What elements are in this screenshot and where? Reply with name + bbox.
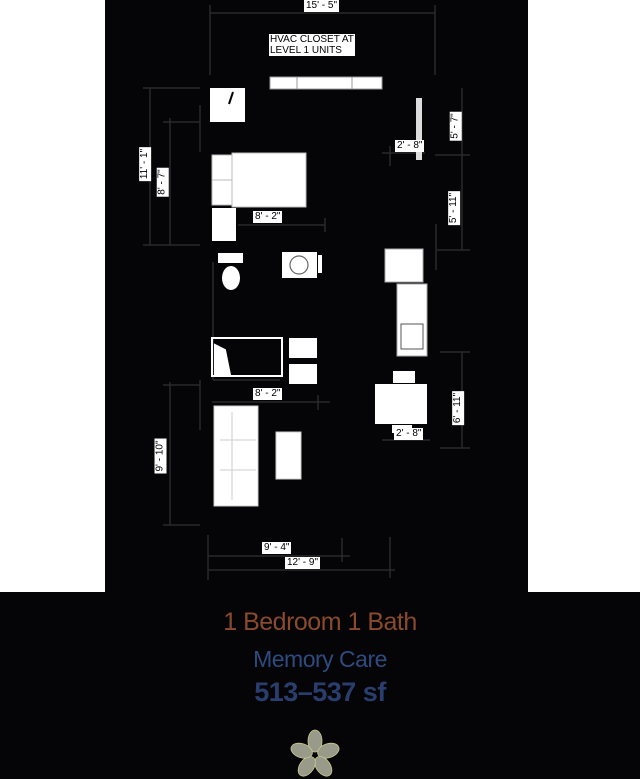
linen-shelf	[289, 338, 317, 358]
floor-plan	[143, 5, 470, 580]
closet-jamb	[416, 98, 422, 160]
bed	[211, 152, 307, 208]
dim-closet-door: 2' - 8"	[395, 140, 425, 152]
vanity-sink	[282, 252, 322, 278]
dim-bottom-overall: 12' - 9"	[285, 557, 321, 569]
coffee-table	[275, 431, 302, 480]
dim-right-upper: 5' - 7"	[449, 111, 462, 141]
dim-right-lower: 6' - 11"	[452, 390, 465, 426]
dim-overall-width-top: 15' - 5"	[304, 0, 340, 12]
kitchen-counter	[396, 283, 428, 357]
square-footage: 513–537 sf	[254, 677, 386, 707]
left-margin-panel	[0, 0, 105, 592]
dresser	[210, 88, 245, 122]
linen-shelf	[289, 364, 317, 384]
sofa	[213, 405, 259, 507]
hvac-unit	[269, 76, 383, 90]
dim-left-upper-total: 11' - 1"	[139, 146, 152, 182]
dining-table	[375, 371, 427, 433]
hvac-note-line1: HVAC CLOSET AT	[270, 34, 354, 45]
dim-left-lower: 9' - 10"	[154, 438, 167, 474]
dim-entry-door: 2' - 8"	[394, 428, 424, 440]
dim-bath-width: 8' - 2"	[253, 388, 283, 400]
dim-bedroom-width: 8' - 2"	[253, 211, 283, 223]
right-margin-panel	[528, 0, 640, 592]
nightstand	[212, 208, 236, 241]
care-type-subtitle: Memory Care	[253, 646, 387, 672]
refrigerator	[384, 248, 424, 283]
hvac-closet-note: HVAC CLOSET AT LEVEL 1 UNITS	[269, 34, 355, 56]
flower-icon	[290, 729, 340, 777]
dim-right-middle: 5' - 11"	[448, 190, 461, 226]
hvac-note-line2: LEVEL 1 UNITS	[270, 45, 342, 56]
dim-left-upper-inner: 8' - 7"	[156, 167, 169, 197]
unit-type-title: 1 Bedroom 1 Bath	[223, 608, 417, 636]
toilet	[218, 253, 243, 290]
dim-bottom-inner: 9' - 4"	[262, 542, 292, 554]
shower	[211, 337, 283, 377]
